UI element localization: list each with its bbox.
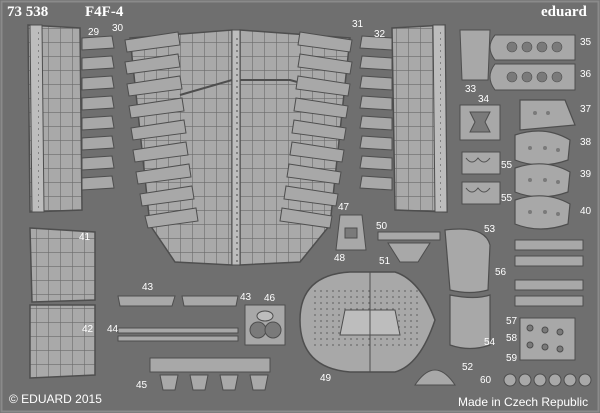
part-45-clips	[149, 357, 271, 391]
part-43-44-strips	[117, 295, 239, 342]
part-number: 44	[107, 324, 119, 335]
part-number: 58	[506, 333, 518, 344]
part-number: 39	[580, 169, 592, 180]
catalog-number: 73 538	[7, 4, 49, 20]
part-30-31-wing-panels	[124, 29, 353, 266]
part-47-48-bracket	[335, 214, 367, 251]
part-33-34-brackets	[459, 29, 501, 205]
part-49-bulkhead	[299, 271, 436, 373]
part-number: 46	[264, 293, 276, 304]
part-number: 43	[240, 292, 252, 303]
part-number: 38	[580, 137, 592, 148]
part-number: 30	[112, 23, 124, 34]
part-53-54-curves	[444, 228, 491, 350]
part-number: 47	[338, 202, 350, 213]
part-number: 48	[334, 253, 346, 264]
part-60-rosettes	[503, 373, 592, 387]
part-number: 50	[376, 221, 388, 232]
part-number: 37	[580, 104, 592, 115]
brand-name: eduard	[541, 4, 587, 20]
part-number: 59	[506, 353, 518, 364]
part-number: 45	[136, 380, 148, 391]
origin-text: Made in Czech Republic	[458, 395, 589, 409]
part-35-36-perforated-panels	[489, 34, 576, 91]
part-number: 57	[506, 316, 518, 327]
part-number: 33	[465, 84, 477, 95]
part-number: 36	[580, 69, 592, 80]
part-50-51-52	[377, 231, 456, 386]
part-37-40-covers	[514, 99, 576, 230]
part-number: 43	[142, 282, 154, 293]
part-number: 56	[495, 267, 507, 278]
part-number: 55	[501, 193, 513, 204]
model-name: F4F-4	[85, 4, 124, 20]
part-number: 55	[501, 160, 513, 171]
part-46-ring	[244, 304, 286, 346]
part-number: 51	[379, 256, 391, 267]
part-number: 40	[580, 206, 592, 217]
part-number: 31	[352, 19, 364, 30]
part-number: 41	[79, 232, 91, 243]
part-number: 49	[320, 373, 332, 384]
part-41-42-lower-flaps	[29, 227, 96, 379]
part-number: 42	[82, 324, 94, 335]
part-55-59-right-column	[514, 239, 584, 361]
part-number: 53	[484, 224, 496, 235]
part-number: 29	[88, 27, 100, 38]
part-29-left-flap	[27, 24, 115, 213]
part-number: 35	[580, 37, 592, 48]
part-number: 52	[462, 362, 474, 373]
part-number: 34	[478, 94, 490, 105]
part-number: 54	[484, 337, 496, 348]
part-number: 32	[374, 29, 386, 40]
copyright-text: © EDUARD 2015	[9, 392, 102, 406]
part-32-right-flap	[359, 24, 448, 213]
part-number: 60	[480, 375, 492, 386]
